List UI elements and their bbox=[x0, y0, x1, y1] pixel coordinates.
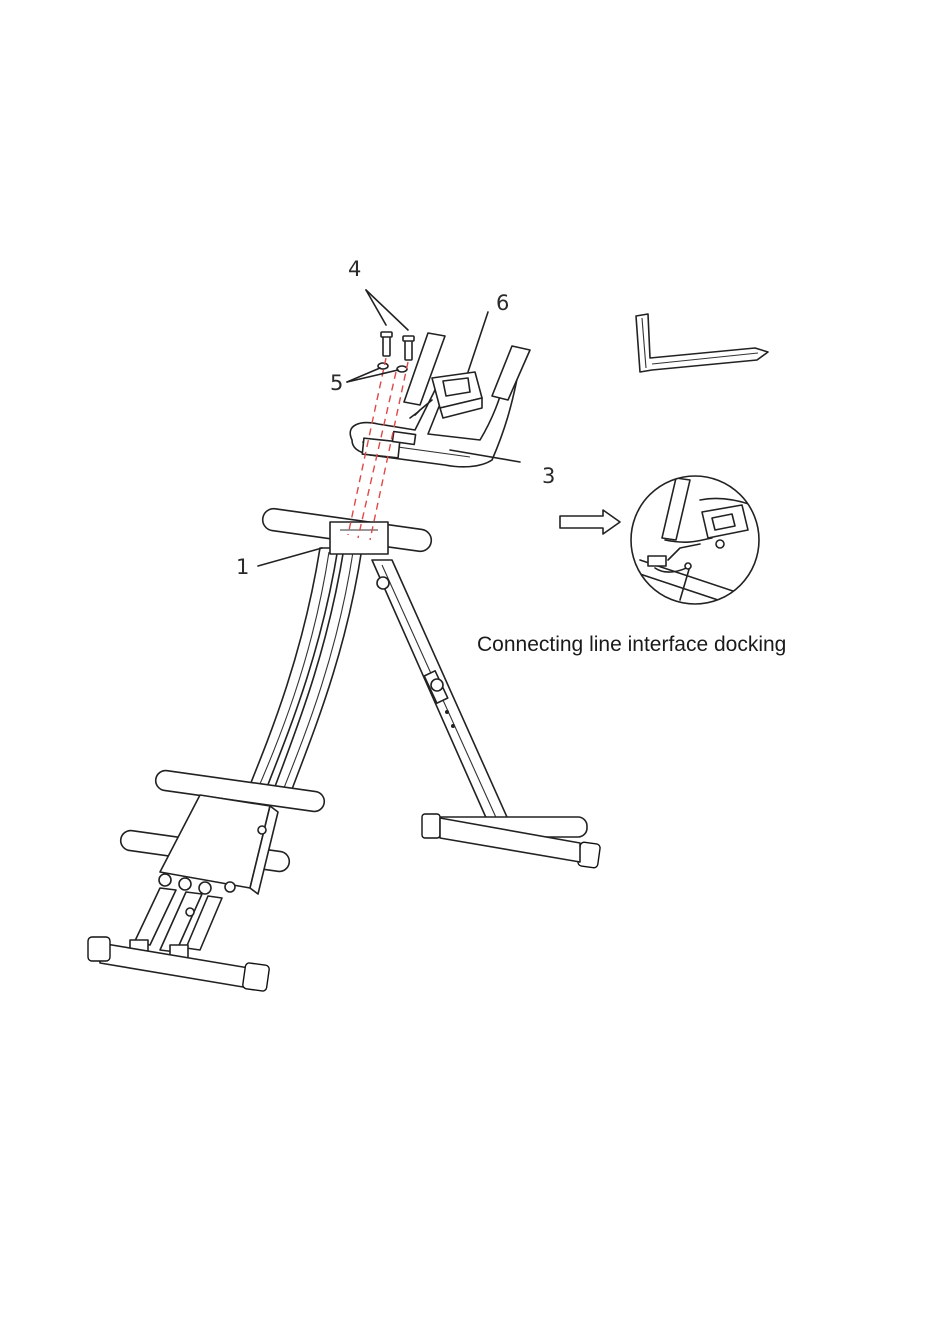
allen-key-icon bbox=[636, 314, 768, 372]
label-part-4: 4 bbox=[348, 257, 361, 281]
label-part-1: 1 bbox=[236, 555, 249, 579]
label-part-3: 3 bbox=[542, 464, 555, 488]
top-cross-bar bbox=[261, 507, 432, 554]
seat-block bbox=[119, 769, 325, 894]
main-frame bbox=[88, 507, 601, 991]
detail-caption: Connecting line interface docking bbox=[477, 633, 786, 656]
rear-foot-bar bbox=[422, 814, 601, 868]
label-part-5: 5 bbox=[330, 371, 343, 395]
label-part-6: 6 bbox=[496, 291, 509, 315]
screws bbox=[381, 332, 414, 360]
detail-view bbox=[631, 476, 760, 614]
arrow-right-icon bbox=[560, 510, 620, 534]
